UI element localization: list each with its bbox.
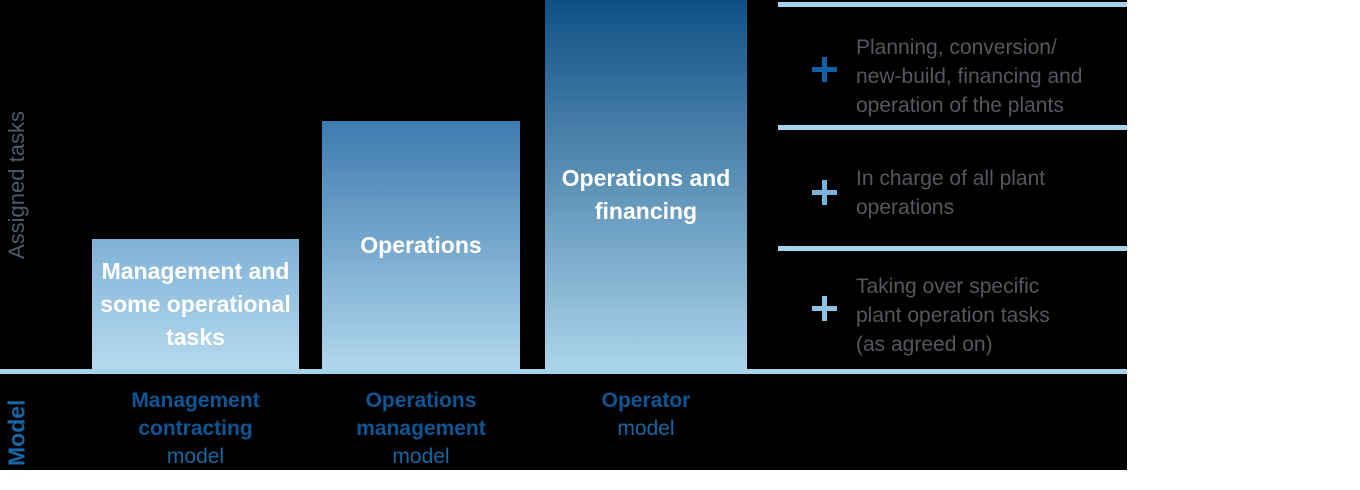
bar-operator-model: Operations and financing [545, 0, 747, 369]
note-operator-model: Planning, conversion/ new-build, financi… [856, 33, 1131, 120]
bar-operations-management-model: Operations [322, 121, 520, 369]
category-label-line: model [617, 417, 675, 440]
note-management-contracting-model: Taking over specific plant operation tas… [856, 272, 1131, 359]
note-line: operations [856, 196, 955, 219]
bar-task-label-line: some operational [100, 290, 291, 317]
note-line: (as agreed on) [856, 333, 993, 356]
y-axis-label: Assigned tasks [4, 111, 29, 260]
x-axis-baseline [0, 369, 1127, 374]
note-line: plant operation tasks [856, 304, 1050, 327]
note-line: Planning, conversion/ [856, 36, 1057, 59]
bar-task-label-line: Operations [360, 231, 482, 258]
category-label-line: Management [131, 389, 260, 412]
category-label-operations-management: Operations management model [322, 387, 520, 471]
bar-task-label-line: Management and [101, 257, 290, 284]
bar-task-label-line: Operations and [561, 164, 731, 191]
bar-task-label-line: tasks [166, 323, 225, 350]
bar-management-contracting-model: Management and some operational tasks [92, 239, 299, 369]
note-line: operation of the plants [856, 94, 1064, 117]
category-label-line: model [392, 445, 450, 468]
bar-task-label: Management and some operational tasks [100, 255, 290, 354]
category-label-line: model [166, 445, 225, 468]
category-label-line: management [356, 417, 486, 440]
note-separator-line [778, 125, 1127, 130]
note-separator-line [778, 2, 1127, 7]
bar-task-label: Operations and financing [562, 162, 731, 228]
note-line: new-build, financing and [856, 65, 1083, 88]
category-label-operator: Operator model [545, 387, 747, 443]
bar-task-label: Operations [360, 229, 481, 262]
plus-icon [812, 180, 837, 205]
category-label-line: Operator [601, 389, 691, 412]
category-label-management-contracting: Management contracting model [92, 387, 299, 471]
category-label-line: Operations [365, 389, 477, 412]
plus-icon [812, 57, 837, 82]
note-operations-management-model: In charge of all plant operations [856, 164, 1131, 222]
x-axis-label: Model [3, 399, 30, 467]
plus-icon [812, 296, 837, 321]
category-label-line: contracting [138, 417, 253, 440]
note-separator-line [778, 246, 1127, 251]
note-line: Taking over specific [856, 275, 1040, 298]
bar-task-label-line: financing [594, 197, 698, 224]
note-line: In charge of all plant [856, 167, 1046, 190]
chart-plot-area: Assigned tasks Model Management and some… [0, 0, 1127, 470]
